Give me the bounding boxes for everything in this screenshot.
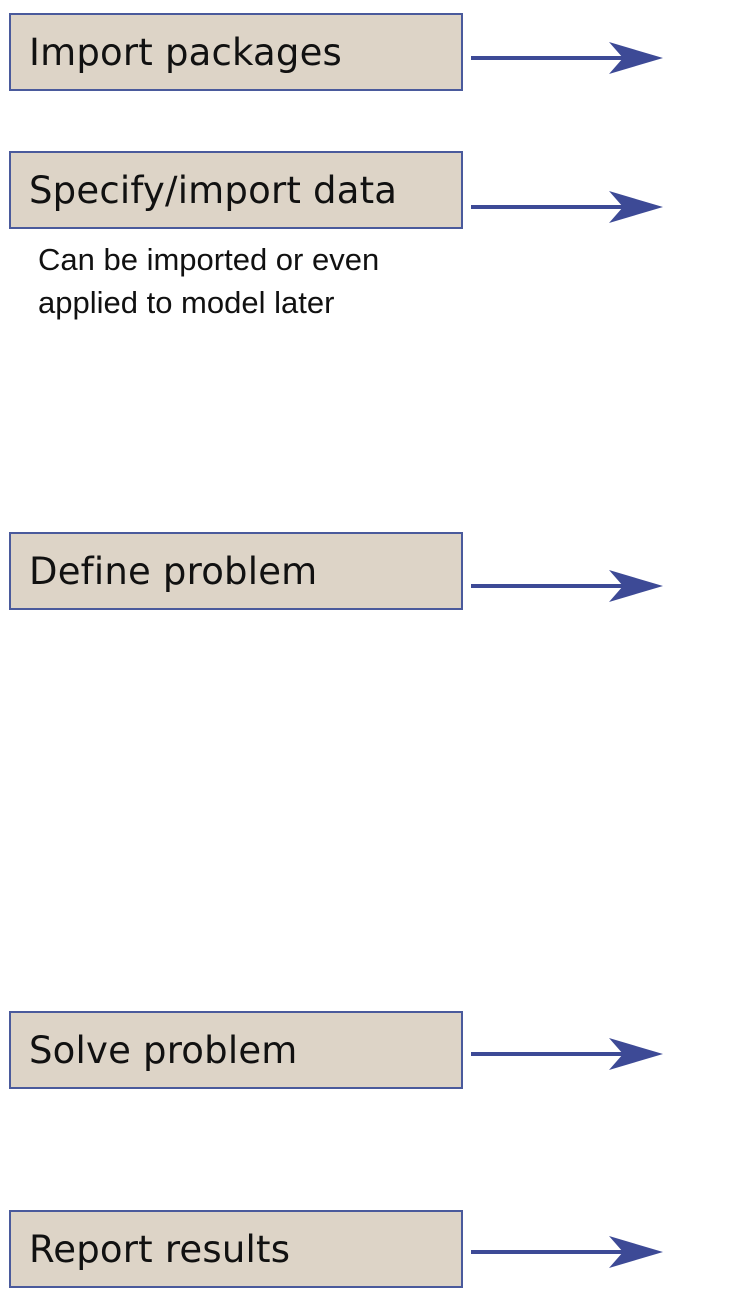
step-box-solve-problem: Solve problem: [9, 1011, 463, 1089]
step-box-report-results: Report results: [9, 1210, 463, 1288]
step-label: Report results: [29, 1227, 291, 1271]
right-arrow-icon: [471, 1038, 663, 1070]
right-arrow-icon: [471, 570, 663, 602]
data-note: Can be imported or even applied to model…: [38, 238, 478, 324]
step-label: Import packages: [29, 30, 343, 74]
note-line-2: applied to model later: [38, 285, 335, 320]
note-line-1: Can be imported or even: [38, 242, 380, 277]
step-box-import-packages: Import packages: [9, 13, 463, 91]
step-label: Specify/import data: [29, 168, 398, 212]
step-box-define-problem: Define problem: [9, 532, 463, 610]
right-arrow-icon: [471, 191, 663, 223]
step-box-specify-import-data: Specify/import data: [9, 151, 463, 229]
step-label: Solve problem: [29, 1028, 298, 1072]
right-arrow-icon: [471, 1236, 663, 1268]
step-label: Define problem: [29, 549, 318, 593]
right-arrow-icon: [471, 42, 663, 74]
